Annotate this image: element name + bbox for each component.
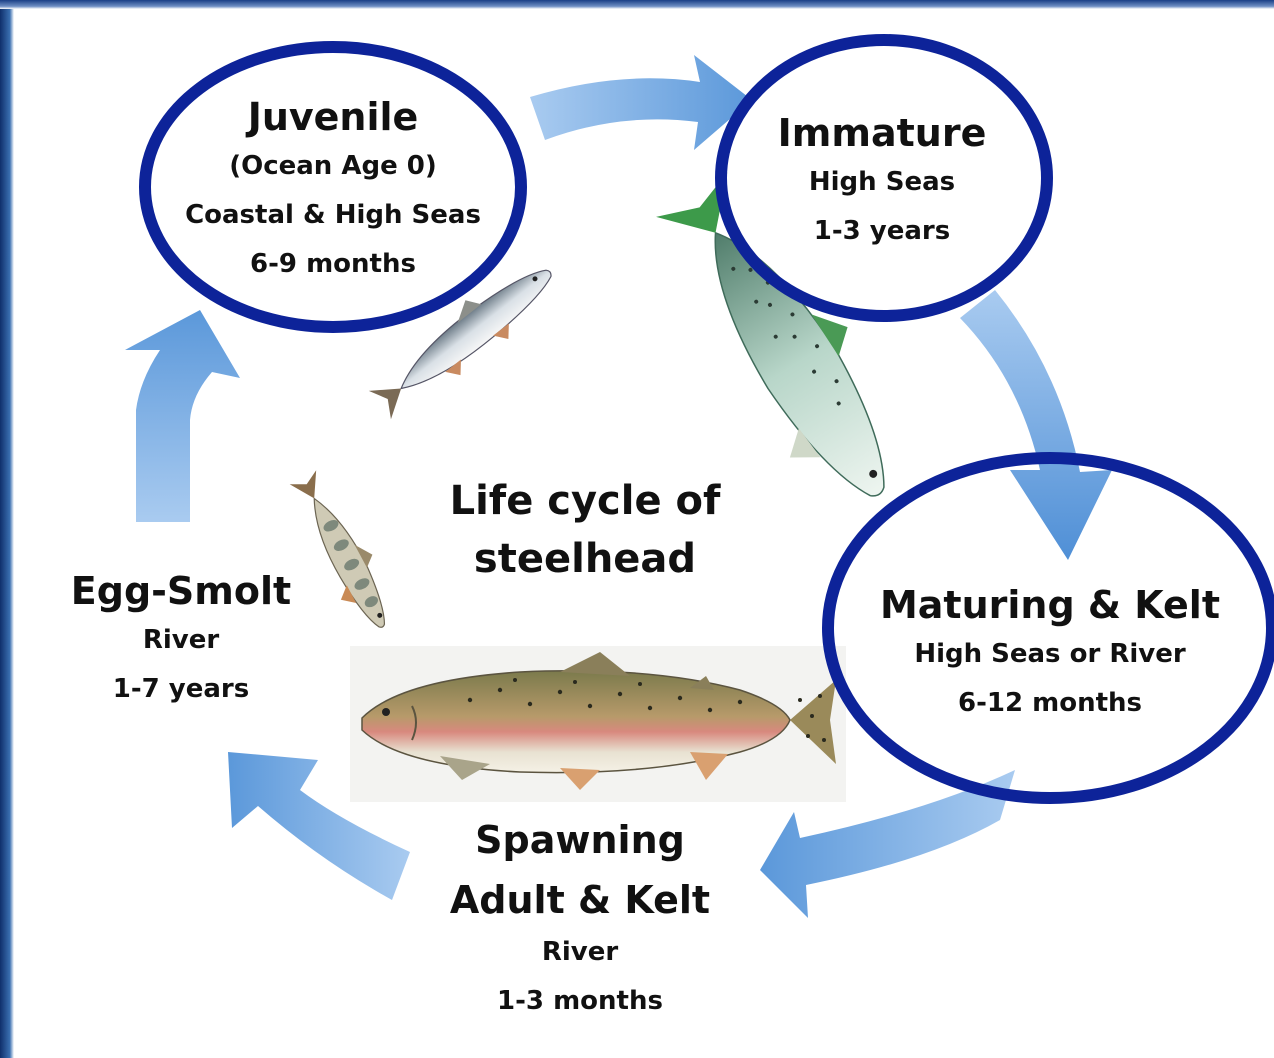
stage-maturing-title: Maturing & Kelt bbox=[855, 580, 1245, 630]
stage-egg-smolt-title: Egg-Smolt bbox=[48, 566, 314, 616]
stage-maturing-line-2: 6-12 months bbox=[855, 679, 1245, 728]
diagram-title-line-2: steelhead bbox=[395, 530, 775, 588]
stage-spawning-line-2: 1-3 months bbox=[410, 977, 750, 1026]
stage-spawning-title-1: Spawning bbox=[410, 808, 750, 872]
adult-trout-illustration bbox=[350, 646, 846, 802]
stage-juvenile-title: Juvenile bbox=[150, 92, 516, 142]
stage-spawning-line-1: River bbox=[410, 928, 750, 977]
stage-spawning-title-2: Adult & Kelt bbox=[410, 872, 750, 928]
stage-spawning: Spawning Adult & Kelt River 1-3 months bbox=[410, 808, 750, 1026]
stage-egg-smolt-line-2: 1-7 years bbox=[48, 665, 314, 714]
stage-egg-smolt-line-1: River bbox=[48, 616, 314, 665]
stage-juvenile-line-3: 6-9 months bbox=[150, 240, 516, 289]
stage-juvenile-line-2: Coastal & High Seas bbox=[150, 191, 516, 240]
stage-immature: Immature High Seas 1-3 years bbox=[760, 108, 1004, 256]
stage-juvenile-line-1: (Ocean Age 0) bbox=[150, 142, 516, 191]
stage-immature-line-2: 1-3 years bbox=[760, 207, 1004, 256]
stage-immature-title: Immature bbox=[760, 108, 1004, 158]
stage-immature-line-1: High Seas bbox=[760, 158, 1004, 207]
stage-egg-smolt: Egg-Smolt River 1-7 years bbox=[48, 566, 314, 714]
diagram-title: Life cycle of steelhead bbox=[395, 472, 775, 588]
stage-maturing-line-1: High Seas or River bbox=[855, 630, 1245, 679]
stage-maturing: Maturing & Kelt High Seas or River 6-12 … bbox=[855, 580, 1245, 728]
arrow-juvenile-to-immature bbox=[530, 55, 752, 150]
arrow-immature-to-maturing bbox=[960, 290, 1112, 560]
diagram-title-line-1: Life cycle of bbox=[395, 472, 775, 530]
arrow-eggsmolt-to-juvenile bbox=[125, 310, 240, 522]
stage-juvenile: Juvenile (Ocean Age 0) Coastal & High Se… bbox=[150, 92, 516, 289]
